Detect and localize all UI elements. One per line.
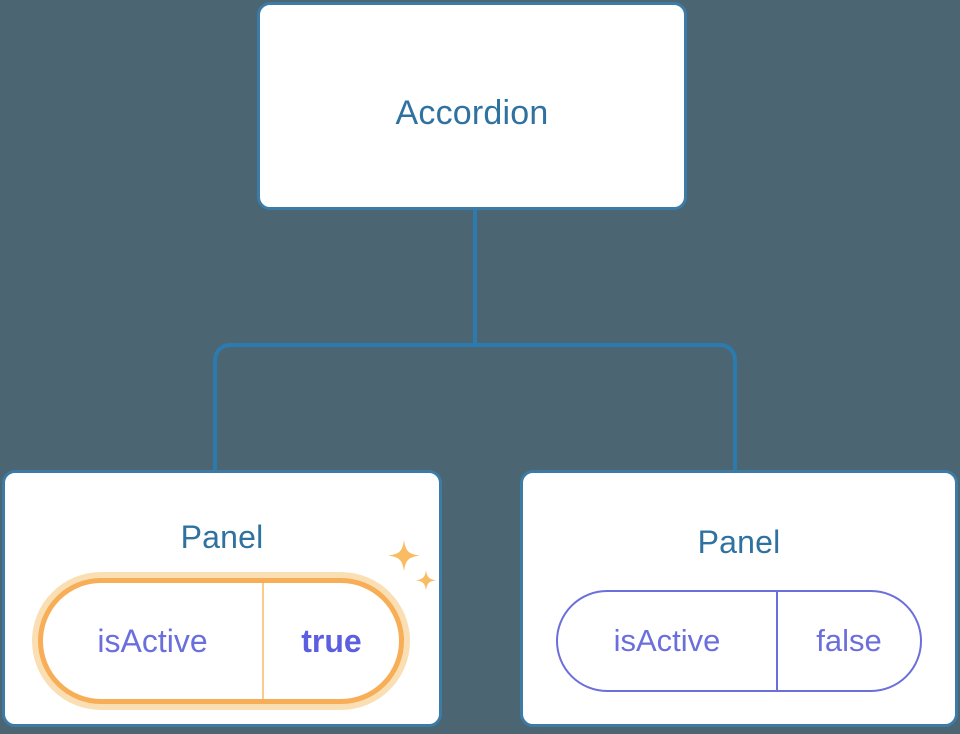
prop-key-label: isActive	[97, 622, 208, 659]
prop-value-label: true	[262, 583, 399, 699]
prop-value-label: false	[776, 592, 920, 690]
prop-pill-isactive-true[interactable]: isActive true	[38, 578, 404, 704]
prop-pill-isactive-false[interactable]: isActive false	[556, 590, 922, 692]
prop-key-label: isActive	[613, 623, 721, 658]
node-panel-active-title: Panel	[180, 519, 264, 555]
connector-to-left-panel	[213, 343, 475, 470]
node-accordion[interactable]: Accordion	[257, 2, 687, 210]
connector-to-right-panel	[475, 343, 737, 470]
node-panel-inactive-title: Panel	[697, 524, 781, 560]
node-accordion-title: Accordion	[395, 94, 549, 132]
